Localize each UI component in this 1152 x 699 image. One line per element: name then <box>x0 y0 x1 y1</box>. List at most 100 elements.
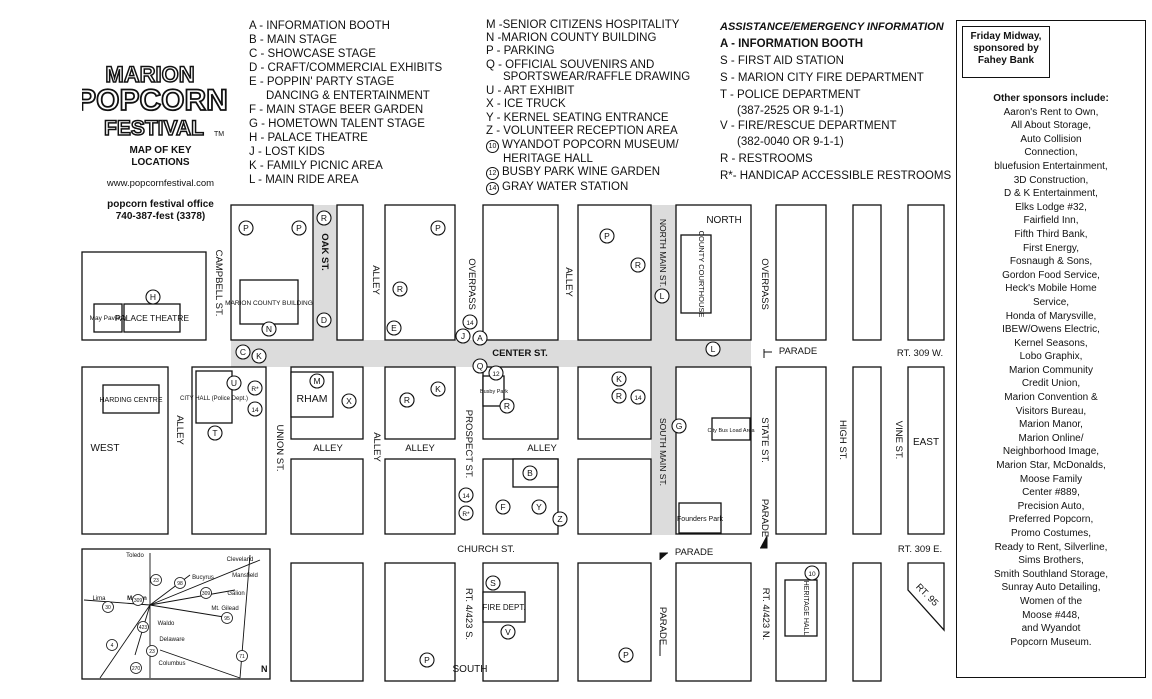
location-marker-r[interactable]: R <box>611 388 627 404</box>
svg-text:Q: Q <box>477 361 484 371</box>
legend-item: U - ART EXHIBIT <box>486 84 575 97</box>
sponsor-item: Women of the <box>1019 595 1083 607</box>
svg-text:270: 270 <box>132 666 141 672</box>
legend-item: Y - KERNEL SEATING ENTRANCE <box>486 111 669 124</box>
website-link[interactable]: www.popcornfestival.com <box>106 178 215 189</box>
assistance-item: T - POLICE DEPARTMENT <box>720 89 861 101</box>
location-marker-f[interactable]: F <box>495 499 511 515</box>
svg-text:K: K <box>616 374 622 384</box>
fire-dept-label: FIRE DEPT. <box>482 603 525 612</box>
location-marker-14[interactable]: 14 <box>462 314 478 330</box>
city-block <box>907 204 945 341</box>
svg-text:14: 14 <box>251 407 259 414</box>
location-marker-k[interactable]: K <box>611 371 627 387</box>
busby-park-label: Busby Park <box>480 389 508 395</box>
svg-text:10: 10 <box>808 571 816 578</box>
location-marker-u[interactable]: U <box>226 375 242 391</box>
sponsor-item: Fosnaugh & Sons, <box>1009 256 1093 268</box>
city-hall-building <box>195 370 233 424</box>
location-marker-l[interactable]: L <box>654 288 670 304</box>
location-marker-r-star[interactable]: R* <box>458 505 474 521</box>
location-marker-r[interactable]: R <box>499 398 515 414</box>
location-marker-r[interactable]: R <box>399 392 415 408</box>
location-marker-14[interactable]: 14 <box>458 487 474 503</box>
location-marker-c[interactable]: C <box>235 344 251 360</box>
sponsor-item: Moose Family <box>1019 473 1083 485</box>
location-marker-k[interactable]: K <box>251 348 267 364</box>
location-marker-12[interactable]: 12 <box>488 365 504 381</box>
location-marker-r[interactable]: R <box>316 210 332 226</box>
svg-text:P: P <box>243 223 249 233</box>
city-block <box>577 562 652 682</box>
sponsor-item: Honda of Marysville, <box>1005 310 1097 322</box>
north-label: NORTH <box>706 215 741 226</box>
route-shield-icon: 98 <box>174 577 186 589</box>
location-marker-r-star[interactable]: R* <box>247 380 263 396</box>
campbell-street-label: CAMPBELL ST. <box>213 250 224 317</box>
city-block <box>577 458 652 535</box>
location-marker-d[interactable]: D <box>316 312 332 328</box>
svg-text:M: M <box>313 376 320 386</box>
location-marker-t[interactable]: T <box>207 425 223 441</box>
location-marker-10[interactable]: 10 <box>804 565 820 581</box>
svg-text:T: T <box>212 428 217 438</box>
location-marker-k[interactable]: K <box>430 381 446 397</box>
sponsor-item: Center #889, <box>1022 487 1080 499</box>
location-marker-14[interactable]: 14 <box>247 401 263 417</box>
location-marker-r[interactable]: R <box>392 281 408 297</box>
location-marker-y[interactable]: Y <box>531 499 547 515</box>
legend-item: B - MAIN STAGE <box>249 34 337 46</box>
location-marker-p[interactable]: P <box>430 220 446 236</box>
location-marker-n[interactable]: N <box>261 321 277 337</box>
sponsor-item: Auto Collision <box>1020 133 1082 145</box>
location-marker-a[interactable]: A <box>472 330 488 346</box>
inset-place-label: Lima <box>92 596 106 602</box>
city-block <box>907 562 945 632</box>
sponsor-item: Promo Costumes, <box>1010 528 1092 539</box>
route-shield-icon: 309 <box>132 594 144 606</box>
city-block <box>336 204 364 341</box>
location-marker-g[interactable]: G <box>671 418 687 434</box>
location-marker-e[interactable]: E <box>386 320 402 336</box>
location-marker-l[interactable]: L <box>705 341 721 357</box>
location-marker-p[interactable]: P <box>599 228 615 244</box>
courthouse-label: COUNTY COURTHOUSE <box>697 231 706 318</box>
location-marker-x[interactable]: X <box>341 393 357 409</box>
sponsor-item: Preferred Popcorn, <box>1008 514 1094 526</box>
sponsor-item: Marion Star, McDonalds, <box>996 460 1106 472</box>
direction-labels: NORTH SOUTH WEST EAST <box>91 215 940 675</box>
location-marker-p[interactable]: P <box>618 647 634 663</box>
sponsor-item: Gordon Food Service, <box>1002 269 1100 281</box>
location-marker-m[interactable]: M <box>309 373 325 389</box>
logo-line-marion: MARION <box>105 62 194 87</box>
assistance-item: R*- HANDICAP ACCESSIBLE RESTROOMS <box>720 170 952 182</box>
rham-label: RHAM <box>297 393 328 405</box>
location-marker-p[interactable]: P <box>291 220 307 236</box>
sponsor-item: 3D Construction, <box>1013 174 1089 186</box>
location-marker-14[interactable]: 14 <box>630 389 646 405</box>
heritage-hall-label: HERITAGE HALL <box>802 581 809 636</box>
location-marker-r[interactable]: R <box>630 257 646 273</box>
location-marker-s[interactable]: S <box>485 575 501 591</box>
location-marker-j[interactable]: J <box>455 328 471 344</box>
location-marker-b[interactable]: B <box>522 465 538 481</box>
svg-text:K: K <box>435 384 441 394</box>
sponsor-item: Marion Manor, <box>1019 419 1083 431</box>
location-marker-z[interactable]: Z <box>552 511 568 527</box>
harding-centre-label: HARDING CENTRE <box>99 397 162 404</box>
city-block <box>482 204 559 341</box>
marker-layer: PPPPRRRRHDECKNJALLQ12UR*14MXKRKR14RGTBFY… <box>145 210 820 668</box>
inset-place-label: Bucyrus <box>192 575 214 581</box>
bus-load-label: City Bus Load Area <box>707 428 755 434</box>
location-marker-p[interactable]: P <box>419 652 435 668</box>
svg-text:E: E <box>391 323 397 333</box>
location-marker-p[interactable]: P <box>238 220 254 236</box>
midway-line1: Friday Midway, <box>970 31 1042 42</box>
location-marker-q[interactable]: Q <box>472 358 488 374</box>
festival-logo: MARION POPCORN FESTIVAL TM <box>82 61 229 141</box>
may-pavilion-label: May Pavilion <box>90 315 127 322</box>
location-marker-h[interactable]: H <box>145 289 161 305</box>
location-marker-v[interactable]: V <box>500 624 516 640</box>
legend-item: E - POPPIN' PARTY STAGE <box>249 76 395 88</box>
legend-item-text: BUSBY PARK WINE GARDEN <box>502 166 661 178</box>
